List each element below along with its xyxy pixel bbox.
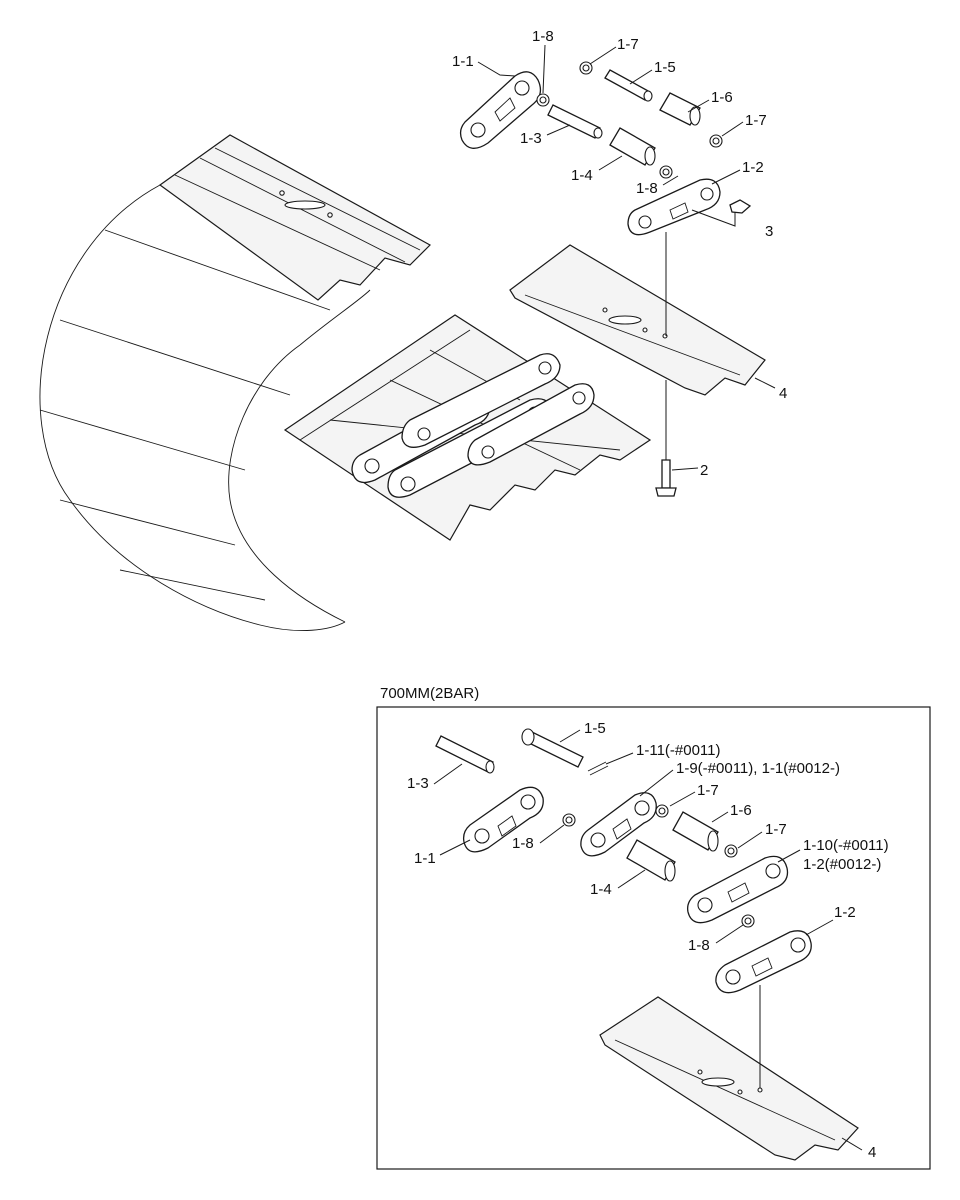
callout-1-8-top: 1-8 <box>532 28 554 45</box>
callout-1-7-right: 1-7 <box>745 112 767 129</box>
callout-4: 4 <box>779 385 787 402</box>
callout-1-6: 1-6 <box>711 89 733 106</box>
inset-callout-1-8-b: 1-8 <box>688 937 710 954</box>
inset-callout-1-4: 1-4 <box>590 881 612 898</box>
inset-callout-1-8-a: 1-8 <box>512 835 534 852</box>
inset-callout-1-7-b: 1-7 <box>765 821 787 838</box>
inset-callout-1-6: 1-6 <box>730 802 752 819</box>
main-leaders <box>477 44 776 471</box>
inset-parts <box>435 728 859 1161</box>
main-callouts: 1-1 1-8 1-7 1-5 1-6 1-7 1-3 1-4 1-8 1-2 … <box>452 28 787 479</box>
callout-1-2: 1-2 <box>742 159 764 176</box>
inset-callout-1-2: 1-2 <box>834 904 856 921</box>
callout-1-3: 1-3 <box>520 130 542 147</box>
callout-1-5: 1-5 <box>654 59 676 76</box>
inset-callout-1-2-alt: 1-2(#0012-) <box>803 856 881 873</box>
inset-callout-4: 4 <box>868 1144 876 1161</box>
callout-1-1: 1-1 <box>452 53 474 70</box>
inset-callouts: 1-5 1-11(-#0011) 1-9(-#0011), 1-1(#0012-… <box>407 720 889 1161</box>
track-shoe-with-links <box>283 314 652 541</box>
callout-1-7-top: 1-7 <box>617 36 639 53</box>
inset-callout-1-1: 1-1 <box>414 850 436 867</box>
inset-callout-1-7-a: 1-7 <box>697 782 719 799</box>
exploded-parts-main <box>459 61 766 497</box>
callout-2: 2 <box>700 462 708 479</box>
track-loop <box>39 134 431 632</box>
inset-callout-1-11: 1-11(-#0011) <box>636 742 721 759</box>
inset-title: 700MM(2BAR) <box>380 685 479 702</box>
callout-1-4: 1-4 <box>571 167 593 184</box>
inset-frame <box>376 706 931 1170</box>
callout-1-8-mid: 1-8 <box>636 180 658 197</box>
inset-callout-1-10: 1-10(-#0011) <box>803 837 889 854</box>
inset-callout-1-9: 1-9(-#0011), 1-1(#0012-) <box>676 760 840 777</box>
inset-callout-1-3: 1-3 <box>407 775 429 792</box>
inset-callout-1-5: 1-5 <box>584 720 606 737</box>
callout-3: 3 <box>765 223 773 240</box>
inset-leaders <box>433 729 863 1151</box>
